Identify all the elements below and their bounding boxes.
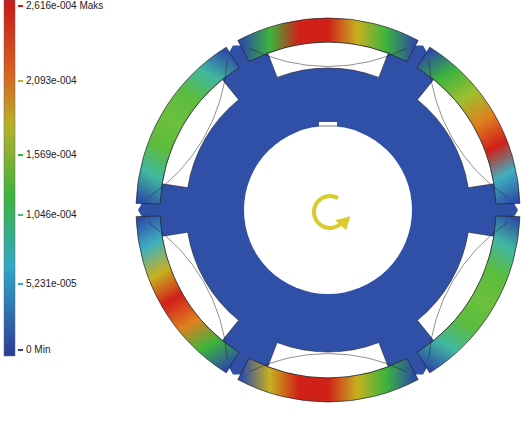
legend-row: 1,046e-004 xyxy=(18,209,77,220)
keyway-edge xyxy=(319,126,337,127)
rotation-arrowhead xyxy=(335,216,350,230)
legend-row: 2,093e-004 xyxy=(18,75,77,86)
flex-arm xyxy=(417,47,520,204)
legend-swatch xyxy=(18,5,23,7)
arm-contour xyxy=(148,223,227,360)
arm-contour xyxy=(148,61,227,198)
bore xyxy=(244,126,412,294)
scale-value: 1,569e-004 xyxy=(26,149,77,160)
color-scale-bar xyxy=(4,0,15,356)
flex-arm xyxy=(136,47,239,204)
legend-swatch xyxy=(18,154,23,156)
arm-contour xyxy=(429,223,508,360)
legend-swatch xyxy=(18,283,23,285)
arm-contour xyxy=(249,48,407,66)
legend-row: 5,231e-005 xyxy=(18,278,77,289)
legend-swatch xyxy=(18,80,23,82)
scale-value: 5,231e-005 xyxy=(26,278,77,289)
arm-contour xyxy=(429,61,508,198)
scale-value: 1,046e-004 xyxy=(26,209,77,220)
arm-contour xyxy=(249,354,407,372)
scale-value: 2,616e-004 Maks xyxy=(26,0,103,11)
legend-swatch xyxy=(18,349,23,351)
keyway xyxy=(319,122,337,127)
legend-row: 0 Min xyxy=(18,344,50,355)
scale-value: 0 Min xyxy=(26,344,50,355)
legend-row: 1,569e-004 xyxy=(18,149,77,160)
scale-value: 2,093e-004 xyxy=(26,75,77,86)
flex-arm xyxy=(417,216,520,373)
rotation-arrow xyxy=(314,196,342,228)
legend-swatch xyxy=(18,214,23,216)
coupling-part xyxy=(136,18,520,402)
legend-row: 2,616e-004 Maks xyxy=(18,0,103,11)
flex-arm xyxy=(136,216,239,373)
